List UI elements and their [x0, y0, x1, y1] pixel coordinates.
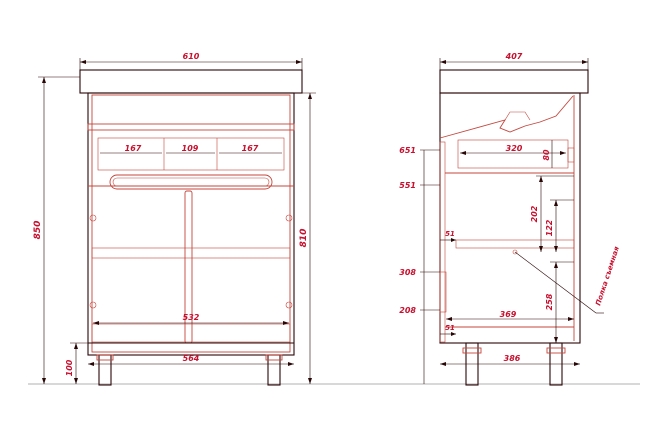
offset-upper-label: 51: [445, 230, 455, 238]
front-drawer-handle-inner: [112, 177, 270, 187]
bottom-depth-label: 369: [500, 310, 517, 319]
front-countertop: [79, 69, 303, 94]
removable-shelf-note: Полка съемная: [594, 245, 621, 307]
side-countertop: [439, 69, 589, 94]
level-651-label: 651: [399, 146, 416, 155]
front-leg-right-cap: [265, 354, 283, 361]
removable-shelf-leader: [514, 251, 597, 314]
side-view: 407 651 551 308 208 320 80 202 122 51: [399, 52, 621, 386]
hinge-icon: [285, 214, 293, 222]
front-leg-left: [98, 354, 112, 386]
lower-height-label: 258: [545, 293, 554, 310]
compartment-202-label: 202: [530, 205, 539, 222]
front-body: [87, 92, 295, 356]
front-leg-right: [267, 354, 281, 386]
side-sink-profile: [439, 95, 574, 139]
front-top-rail: [87, 123, 295, 131]
hinge-icon: [89, 214, 97, 222]
front-inner-shelf: [91, 247, 291, 259]
front-bottom-shelf: [91, 323, 291, 343]
base-depth-label: 386: [504, 354, 521, 363]
drawer-height-label: 80: [542, 149, 551, 161]
leg-height-label: 100: [65, 359, 74, 376]
hinge-icon: [89, 301, 97, 309]
front-leg-left-cap: [96, 354, 114, 361]
total-height-label: 850: [33, 221, 43, 240]
front-drawer-handle: [109, 174, 273, 190]
drawer-right-label: 167: [242, 144, 259, 153]
front-drawer-box: [97, 137, 285, 171]
offset-lower-label: 51: [445, 324, 455, 332]
side-removable-shelf: [455, 239, 575, 249]
side-drawer-back: [567, 147, 575, 163]
front-view: 610 167 109 167 532 564 850 810 100: [33, 52, 316, 386]
hinge-icon: [285, 301, 293, 309]
front-overall-width-label: 610: [183, 52, 200, 61]
side-leg-back-cap: [546, 347, 566, 354]
inner-width-label: 532: [183, 313, 200, 322]
level-208-label: 208: [399, 306, 416, 315]
level-308-label: 308: [399, 268, 416, 277]
side-body: [439, 92, 581, 344]
side-lower-door: [439, 271, 447, 313]
front-body-inner: [91, 94, 291, 353]
side-shelf-pin: [512, 249, 518, 255]
drawer-middle-label: 109: [182, 144, 199, 153]
side-sink-drain: [504, 111, 531, 121]
side-door-front: [439, 141, 446, 343]
side-leg-front-cap: [462, 347, 482, 354]
level-551-label: 551: [399, 181, 416, 190]
side-overall-depth-label: 407: [505, 52, 523, 61]
body-height-label: 810: [299, 229, 309, 248]
base-width-label: 564: [183, 354, 200, 363]
shelf-depth-label: 320: [506, 144, 523, 153]
compartment-122-label: 122: [545, 219, 554, 236]
drawer-left-label: 167: [125, 144, 142, 153]
